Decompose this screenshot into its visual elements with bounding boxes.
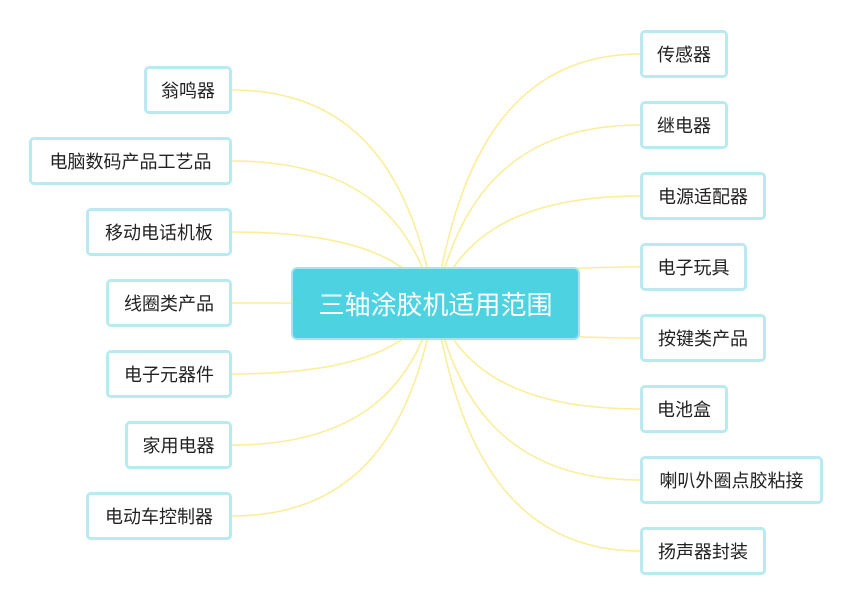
branch-node-right[interactable]: 按键类产品 bbox=[640, 314, 766, 362]
branch-node-right[interactable]: 继电器 bbox=[640, 101, 728, 149]
branch-node-right[interactable]: 电池盒 bbox=[640, 385, 728, 433]
branch-node-left[interactable]: 翁鸣器 bbox=[144, 66, 232, 114]
branch-node-right[interactable]: 电源适配器 bbox=[640, 172, 766, 220]
central-topic[interactable]: 三轴涂胶机适用范围 bbox=[291, 267, 580, 340]
branch-node-left[interactable]: 电脑数码产品工艺品 bbox=[29, 137, 232, 185]
connector-line bbox=[434, 53, 641, 305]
branch-node-left[interactable]: 移动电话机板 bbox=[86, 208, 232, 256]
branch-node-right[interactable]: 扬声器封装 bbox=[640, 527, 766, 575]
branch-node-right[interactable]: 喇叭外圈点胶粘接 bbox=[640, 456, 823, 504]
connector-line bbox=[231, 89, 436, 305]
branch-node-right[interactable]: 传感器 bbox=[640, 30, 728, 78]
connector-line bbox=[231, 303, 436, 517]
branch-node-left[interactable]: 电子元器件 bbox=[106, 350, 232, 398]
branch-node-left[interactable]: 电动车控制器 bbox=[86, 492, 232, 540]
branch-node-left[interactable]: 家用电器 bbox=[125, 421, 232, 469]
branch-node-left[interactable]: 线圈类产品 bbox=[106, 279, 232, 327]
branch-node-right[interactable]: 电子玩具 bbox=[640, 243, 747, 291]
connector-line bbox=[434, 303, 641, 552]
